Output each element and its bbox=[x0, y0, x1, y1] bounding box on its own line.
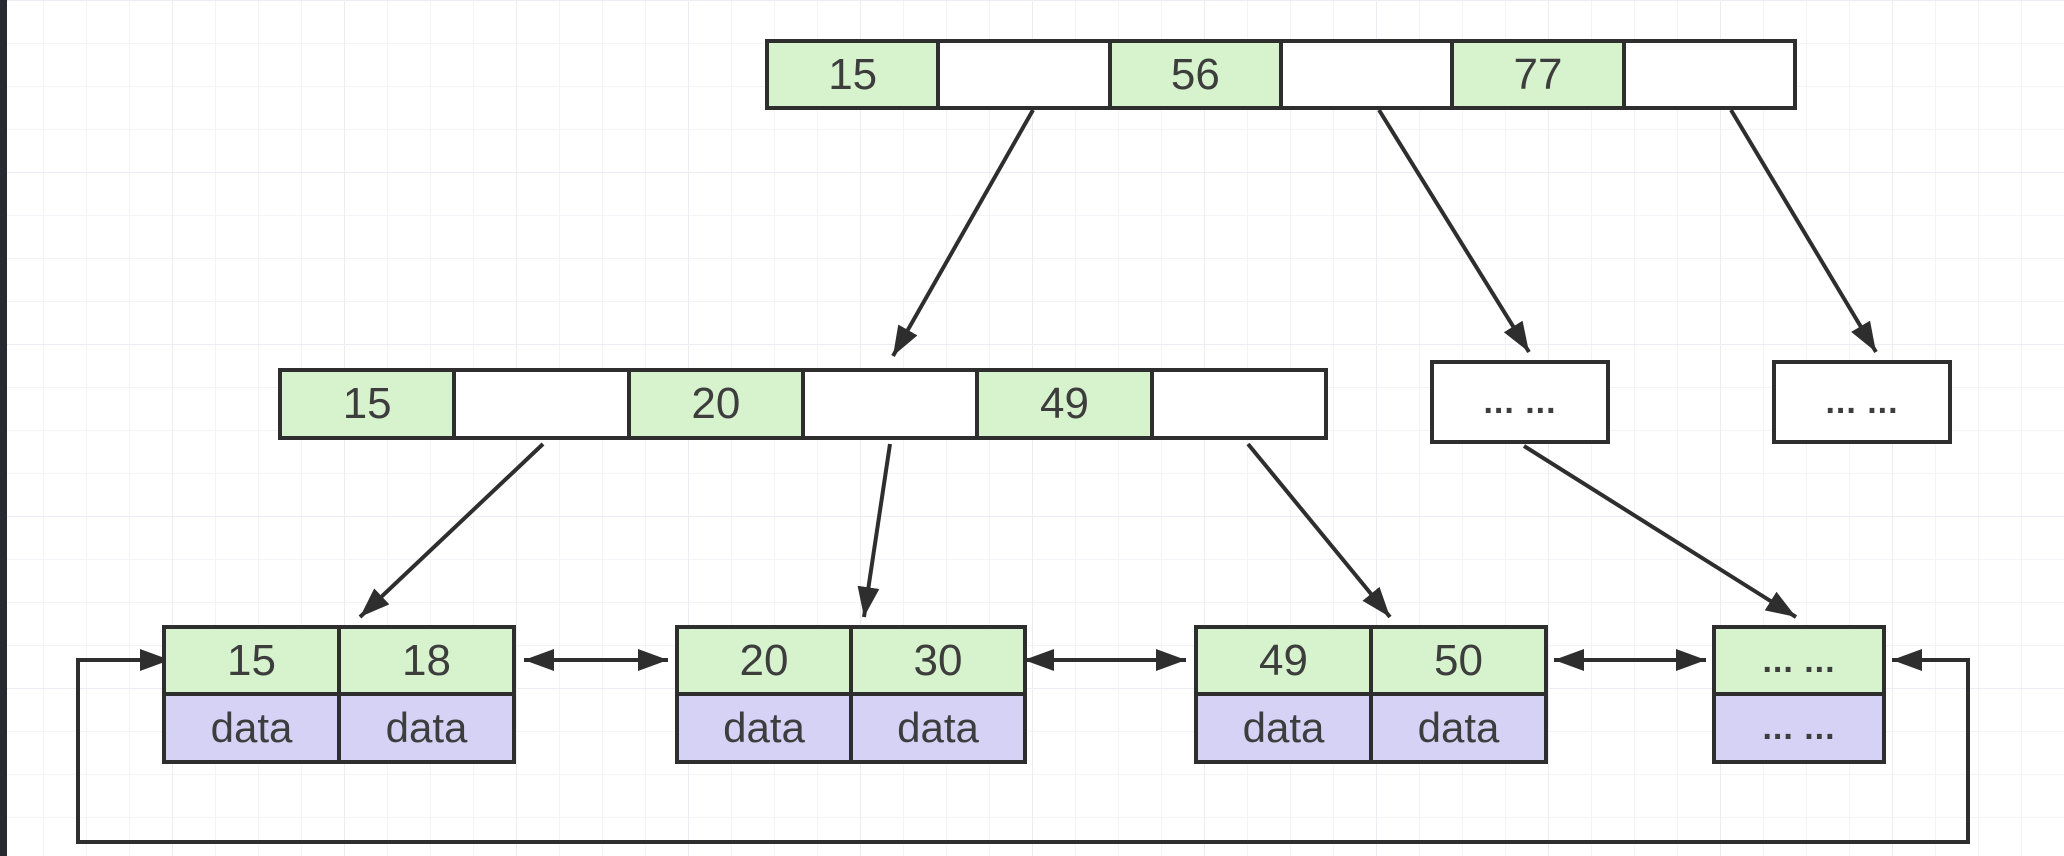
btree-internal-node-elided-1[interactable]: ... ... bbox=[1430, 360, 1610, 444]
leaf-2-key-2-label: 30 bbox=[913, 635, 963, 685]
internal-key-cell-3[interactable]: 49 bbox=[977, 370, 1152, 438]
root-key-cell-1[interactable]: 15 bbox=[767, 41, 939, 108]
arrow-internal-p2-to-leaf-2[interactable] bbox=[857, 443, 892, 618]
leaf-3-key-2-label: 50 bbox=[1434, 635, 1483, 685]
btree-root-node[interactable]: 15 56 77 bbox=[765, 39, 1797, 110]
leaf-2-data-cell-2[interactable]: data bbox=[851, 694, 1025, 762]
btree-leaf-node-2[interactable]: 20 30 data data bbox=[675, 625, 1027, 764]
leaf-4-data-1-label: ... ... bbox=[1762, 709, 1836, 747]
leaf-4-key-cell-1[interactable]: ... ... bbox=[1714, 627, 1884, 694]
root-pointer-cell-3[interactable] bbox=[1623, 41, 1795, 108]
arrow-root-p1-to-internal[interactable] bbox=[891, 109, 1035, 357]
internal-key-2-label: 20 bbox=[691, 379, 741, 428]
leaf-1-key-cell-1[interactable]: 15 bbox=[164, 627, 339, 694]
internal-key-1-label: 15 bbox=[342, 379, 392, 428]
leaf-2-key-cell-1[interactable]: 20 bbox=[677, 627, 851, 694]
root-pointer-cell-1[interactable] bbox=[938, 41, 1110, 108]
leaf-2-data-cell-1[interactable]: data bbox=[677, 694, 851, 762]
arrow-root-p2-to-internal-more-1[interactable] bbox=[1377, 108, 1531, 354]
root-pointer-cell-2[interactable] bbox=[1280, 41, 1453, 108]
leaf-3-data-cell-1[interactable]: data bbox=[1196, 694, 1371, 762]
btree-leaf-node-elided[interactable]: ... ... ... ... bbox=[1712, 625, 1886, 764]
btree-internal-node[interactable]: 15 20 49 bbox=[278, 368, 1328, 440]
arrow-internal-p1-to-leaf-1[interactable] bbox=[358, 442, 545, 619]
root-key-cell-2[interactable]: 56 bbox=[1109, 41, 1281, 108]
btree-leaf-node-1[interactable]: 15 18 data data bbox=[162, 625, 516, 764]
root-key-2-label: 56 bbox=[1170, 49, 1220, 99]
root-key-cell-3[interactable]: 77 bbox=[1452, 41, 1624, 108]
leaf-3-data-cell-2[interactable]: data bbox=[1371, 694, 1546, 762]
root-key-3-label: 77 bbox=[1513, 49, 1563, 99]
leaf-3-data-1-label: data bbox=[1242, 704, 1325, 751]
internal-elided-2-label: ... ... bbox=[1825, 383, 1899, 421]
arrow-root-p3-to-internal-more-2[interactable] bbox=[1729, 108, 1878, 354]
internal-key-cell-1[interactable]: 15 bbox=[280, 370, 455, 438]
leaf-2-data-1-label: data bbox=[723, 704, 805, 751]
btree-internal-node-elided-2[interactable]: ... ... bbox=[1772, 360, 1952, 444]
leaf-2-key-1-label: 20 bbox=[739, 635, 789, 685]
btree-leaf-node-3[interactable]: 49 50 data data bbox=[1194, 625, 1548, 764]
leaf-4-key-1-label: ... ... bbox=[1762, 641, 1836, 680]
root-key-1-label: 15 bbox=[828, 49, 878, 99]
leaf-1-data-2-label: data bbox=[385, 704, 468, 751]
internal-pointer-cell-3[interactable] bbox=[1151, 370, 1326, 438]
internal-pointer-cell-2[interactable] bbox=[802, 370, 978, 438]
leaf-1-key-1-label: 15 bbox=[227, 635, 276, 685]
leaf-2-data-2-label: data bbox=[897, 704, 979, 751]
internal-pointer-cell-1[interactable] bbox=[454, 370, 629, 438]
leaf-3-key-cell-1[interactable]: 49 bbox=[1196, 627, 1371, 694]
leaf-1-key-2-label: 18 bbox=[402, 635, 451, 685]
leaf-3-data-2-label: data bbox=[1417, 704, 1500, 751]
left-edge-strip bbox=[0, 0, 7, 856]
leaf-3-key-cell-2[interactable]: 50 bbox=[1371, 627, 1546, 694]
arrow-internal-p3-to-leaf-3[interactable] bbox=[1246, 442, 1392, 619]
arrow-internal-more-1-to-leaf-4[interactable] bbox=[1522, 444, 1798, 619]
arrow-leaf-4-leaf-1-wrap-link[interactable] bbox=[76, 649, 1970, 844]
leaf-1-key-cell-2[interactable]: 18 bbox=[339, 627, 514, 694]
leaf-2-key-cell-2[interactable]: 30 bbox=[851, 627, 1025, 694]
internal-key-3-label: 49 bbox=[1040, 379, 1089, 428]
leaf-4-data-cell-1[interactable]: ... ... bbox=[1714, 694, 1884, 762]
leaf-1-data-cell-1[interactable]: data bbox=[164, 694, 339, 762]
internal-elided-1-label: ... ... bbox=[1483, 383, 1557, 421]
internal-key-cell-2[interactable]: 20 bbox=[628, 370, 803, 438]
leaf-1-data-1-label: data bbox=[210, 704, 293, 751]
leaf-3-key-1-label: 49 bbox=[1259, 635, 1308, 685]
leaf-1-data-cell-2[interactable]: data bbox=[339, 694, 514, 762]
